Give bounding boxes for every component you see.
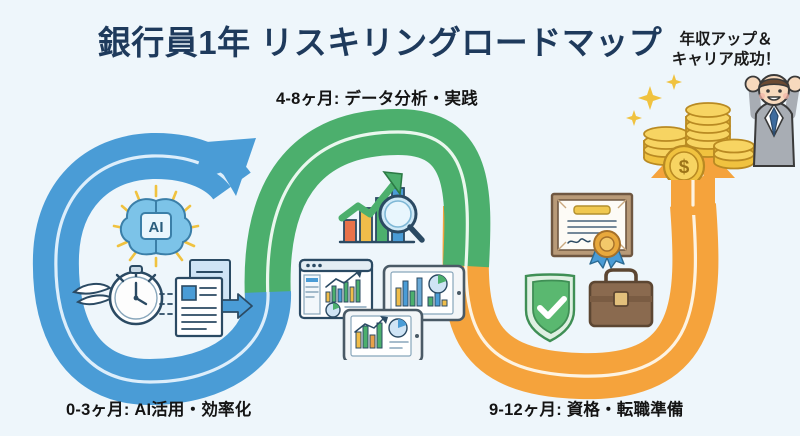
phase3-icon-group: [524, 182, 704, 352]
celebrating-businessman-icon: [744, 74, 800, 167]
goal-callout: 年収アップ＆ キャリア成功！: [660, 30, 792, 71]
goal-callout-line2: キャリア成功！: [671, 51, 781, 69]
phase2-icon-group: [296, 160, 501, 364]
svg-text:AI: AI: [149, 219, 164, 236]
flow-segment-phase3: [442, 203, 719, 400]
briefcase-icon: [588, 268, 654, 328]
flow-segment-phase2: [244, 108, 491, 302]
shield-check-icon: [524, 273, 576, 343]
coin-stack-icon: [643, 102, 755, 170]
tablet-chart-icon: [382, 264, 466, 322]
stage-label-phase1: 0-3ヶ月: AI活用・効率化: [66, 401, 252, 419]
stage-label-phase2: 4-8ヶ月: データ分析・実践: [276, 90, 478, 108]
dashboard-window-icon: [298, 258, 374, 320]
flow-segment-phase1: [32, 133, 291, 406]
certificate-icon: [550, 192, 634, 269]
stage-label-phase3: 9-12ヶ月: 資格・転職準備: [489, 401, 684, 419]
winged-stopwatch-icon: [71, 265, 164, 326]
goal-icon-group: $: [622, 62, 800, 188]
magnifier-icon: [378, 194, 425, 243]
document-automation-icon: [159, 259, 253, 338]
ai-brain-icon: AI: [112, 184, 200, 268]
phase1-icon-group: AI: [71, 182, 272, 342]
goal-callout-line1: 年収アップ＆: [679, 31, 773, 48]
tablet-chart-icon-2: [342, 308, 424, 364]
page-title: 銀行員1年 リスキリングロードマップ: [97, 24, 663, 61]
sparkle-icon: [626, 74, 682, 126]
dollar-coin-icon: $: [662, 144, 706, 188]
svg-text:$: $: [679, 157, 690, 178]
